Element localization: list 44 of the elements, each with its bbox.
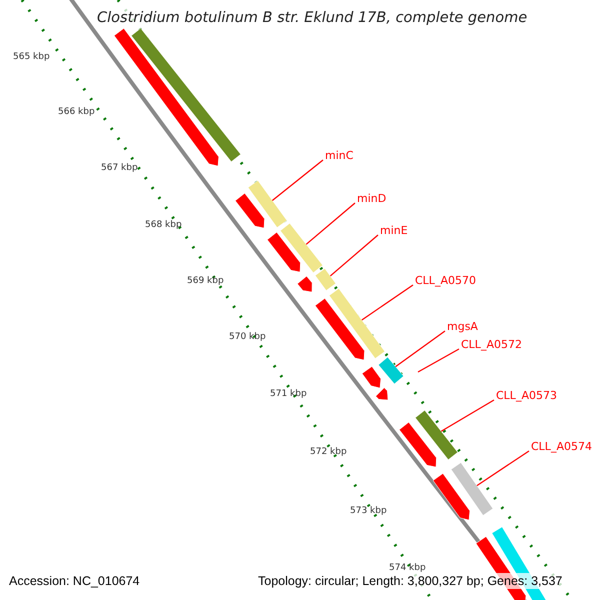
- gene-bar: [314, 268, 336, 291]
- gene-bar: [297, 276, 312, 292]
- leader-line: [306, 202, 356, 245]
- gene-bar: [450, 462, 494, 516]
- gene-bar: [432, 473, 470, 520]
- leader-line: [362, 284, 414, 320]
- gene-bar: [267, 232, 301, 272]
- scale-label: 566 kbp: [58, 107, 95, 118]
- gene-label: minE: [380, 224, 408, 237]
- scale-label: 574 kbp: [389, 563, 426, 574]
- leader-line: [418, 348, 460, 373]
- gene-label: CLL_A0574: [531, 440, 592, 453]
- gene-bar: [248, 180, 288, 228]
- gene-bar: [362, 366, 382, 388]
- leader-line: [440, 399, 494, 432]
- scale-label: 570 kbp: [229, 332, 266, 343]
- gene-bar: [399, 422, 437, 468]
- gene-bar: [328, 288, 386, 359]
- gene-bar: [235, 193, 265, 228]
- gene-label: minD: [357, 192, 386, 205]
- gene-bar: [280, 223, 323, 273]
- gene-label: mgsA: [447, 320, 478, 333]
- scale-label: 571 kbp: [270, 389, 307, 400]
- gene-label: minC: [325, 149, 354, 162]
- gene-bar: [415, 410, 458, 460]
- info-text: Accession: NC_010674: [9, 573, 140, 589]
- gene-bar: [376, 388, 388, 400]
- leader-line: [272, 160, 324, 201]
- scale-label: 565 kbp: [13, 52, 50, 63]
- leader-line: [330, 234, 378, 276]
- gene-label: CLL_A0572: [461, 338, 522, 351]
- gene-bar: [314, 298, 365, 360]
- scale-label: 567 kbp: [101, 163, 138, 174]
- leader-line: [476, 450, 530, 486]
- scale-label: 573 kbp: [350, 506, 387, 517]
- scale-label: 572 kbp: [310, 447, 347, 458]
- scale-label: 569 kbp: [187, 276, 224, 287]
- gene-label: CLL_A0570: [415, 274, 476, 287]
- scale-label: 568 kbp: [145, 220, 182, 231]
- leader-line: [395, 330, 446, 368]
- info-text: Topology: circular; Length: 3,800,327 bp; Genes: 3,537: [258, 573, 562, 589]
- gene-bar: [131, 28, 241, 162]
- gene-bar: [378, 356, 404, 384]
- gene-label: CLL_A0573: [496, 389, 557, 402]
